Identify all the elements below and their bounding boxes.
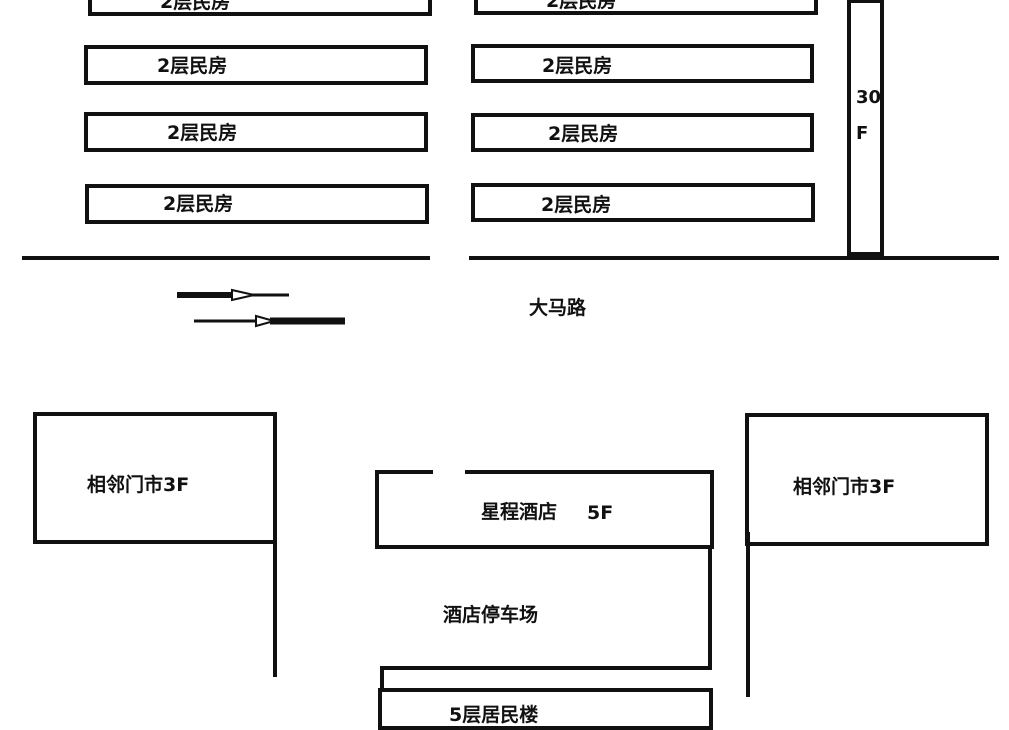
house-top-left-3 (84, 112, 428, 152)
house-label: 2层民房 (548, 123, 619, 145)
parking-lot-wall (380, 547, 712, 690)
left-shop-building (33, 412, 277, 544)
house-label: 2层民房 (542, 55, 613, 77)
house-top-left-4 (85, 184, 429, 224)
traffic-arrow-2 (194, 314, 345, 328)
left-shop-label: 相邻门市3F (87, 474, 190, 496)
house-top-right-4 (471, 183, 815, 222)
hotel-entrance-gap (433, 466, 465, 476)
parking-label: 酒店停车场 (443, 604, 539, 626)
house-label: 2层民房 (157, 55, 228, 77)
hotel-floors: 5F (587, 502, 614, 524)
tower-floors-unit: F (856, 123, 869, 144)
residential-building (378, 688, 713, 730)
road-label: 大马路 (529, 297, 587, 319)
right-shop-building (745, 413, 989, 546)
house-top-right-2 (471, 44, 814, 83)
house-top-left-2 (84, 45, 428, 85)
hotel-name: 星程酒店 (481, 501, 558, 523)
house-label: 2层民房 (541, 194, 612, 216)
traffic-arrow-1 (177, 288, 289, 302)
house-label: 2层民房 (546, 0, 617, 12)
hotel-building (375, 470, 714, 549)
house-top-right-3 (471, 113, 814, 152)
residential-label: 5层居民楼 (449, 704, 539, 726)
house-label: 2层民房 (163, 193, 234, 215)
house-top-left-1 (88, 0, 432, 16)
tower-floors-label: 30 (856, 87, 882, 108)
house-label: 2层民房 (167, 122, 238, 144)
tower-30f (847, 0, 884, 256)
house-top-right-1 (474, 0, 818, 15)
right-shop-label: 相邻门市3F (793, 476, 896, 498)
house-label: 2层民房 (160, 0, 231, 13)
